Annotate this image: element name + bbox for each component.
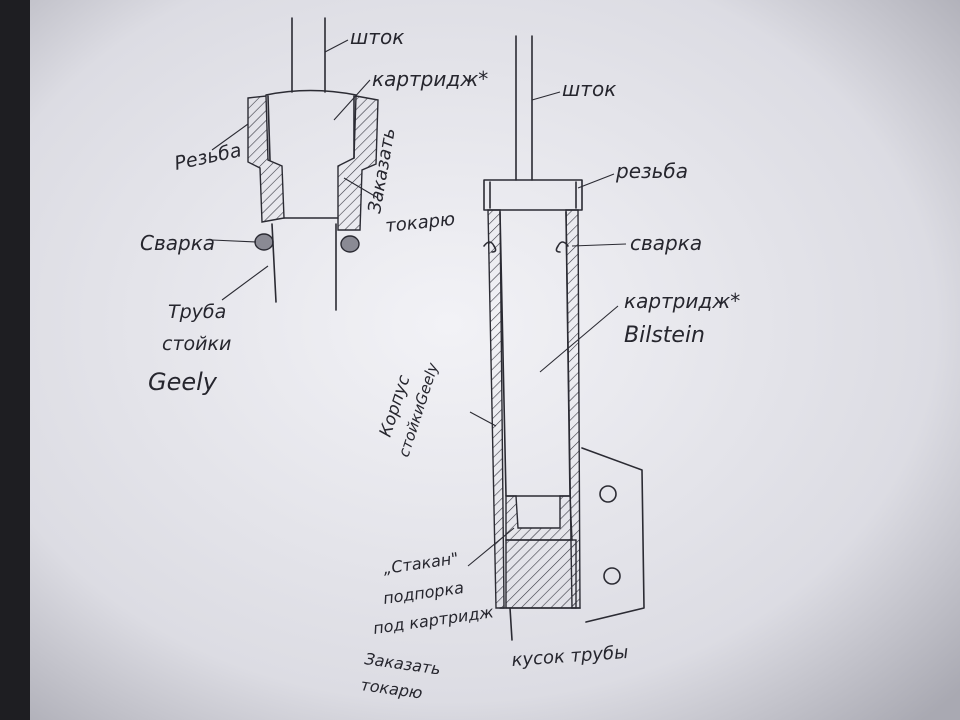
right-mount-bracket — [581, 447, 645, 623]
left-sleeve-wall-right — [337, 95, 379, 231]
left-rod-label: шток — [350, 25, 404, 49]
right-cartridge-label-line2: Bilstein — [624, 323, 705, 348]
right-weld-right — [555, 241, 569, 253]
left-tube-label-line1: Труба — [168, 301, 226, 323]
left-weld-label: Сварка — [140, 231, 215, 255]
right-thread-leader — [577, 173, 615, 189]
left-cartridge-leader — [333, 79, 371, 121]
right-thread-label: резьба — [615, 159, 688, 183]
left-tube-leader — [221, 265, 269, 301]
left-rod-leader — [324, 39, 349, 53]
left-weld-leader — [211, 239, 257, 243]
right-cartridge — [499, 211, 571, 497]
right-cartridge-leader — [539, 305, 619, 373]
right-body-leader — [469, 411, 497, 427]
left-order-leader — [343, 177, 379, 199]
right-cup-leader — [467, 527, 515, 567]
right-weld-leader — [571, 243, 627, 247]
right-weld-left — [483, 241, 497, 253]
left-weld-right — [340, 235, 360, 253]
left-cartridge-top — [265, 89, 357, 96]
left-tube-line-left — [271, 223, 277, 303]
left-weld-left — [254, 233, 274, 251]
right-cartridge-label-line1: картридж* — [624, 289, 740, 313]
left-cartridge-label: картридж* — [372, 67, 488, 91]
left-thread-leader — [211, 123, 249, 151]
left-tube-label-line3: Geely — [148, 368, 218, 396]
right-weld-label: сварка — [630, 231, 702, 255]
right-rod-leader — [531, 91, 561, 101]
right-pipe-piece — [505, 539, 577, 609]
right-top-cap — [483, 179, 583, 211]
left-tube-label-line2: стойки — [162, 333, 231, 355]
right-body-tail — [509, 607, 513, 641]
right-mount-hole-top — [599, 485, 617, 503]
right-sketch: шток резьба сварка картридж* Bilstein Ко… — [359, 35, 740, 703]
left-cartridge-edge-left — [267, 95, 271, 161]
right-rod-label: шток — [562, 77, 616, 101]
right-mount-hole-bottom — [603, 567, 621, 585]
